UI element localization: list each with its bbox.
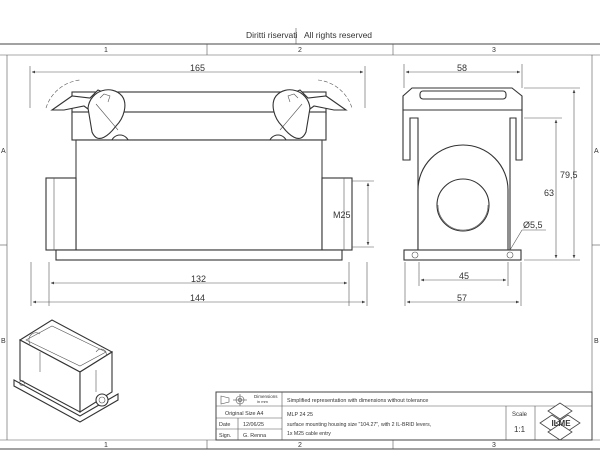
zone-col-3-bottom: 3 [492, 442, 496, 449]
zone-row-a-right: A [594, 148, 599, 155]
dim-thread: M25 [333, 210, 351, 220]
original-size: Original Size A4 [225, 411, 263, 417]
zone-col-1-top: 1 [104, 47, 108, 54]
dim-side-top: 58 [457, 63, 467, 73]
logo-text: ILME [551, 419, 571, 428]
dim-front-outer: 144 [190, 293, 205, 303]
date-label: Date [219, 422, 230, 428]
side-view [402, 87, 523, 261]
right-lever [268, 89, 348, 154]
zone-row-b-right: B [594, 338, 599, 345]
dim-side-height-body: 63 [544, 188, 554, 198]
title-note: Simplified representation with dimension… [287, 398, 428, 404]
date-value: 12/06/25 [243, 422, 264, 428]
side-dimensions [403, 64, 580, 306]
rights-english: All rights reserved [304, 30, 372, 40]
dim-hole-diameter: Ø5,5 [523, 220, 543, 230]
product-code: MLP 24 25 [287, 412, 313, 418]
title-block [215, 391, 593, 441]
dim-front-inner: 132 [191, 274, 206, 284]
desc-line-1: surface mounting housing size "104.27", … [287, 422, 431, 428]
dim-side-outer: 57 [457, 293, 467, 303]
zone-col-2-bottom: 2 [298, 442, 302, 449]
zone-row-b-left: B [1, 338, 6, 345]
sign-label: Sign. [219, 433, 231, 439]
dim-side-height-total: 79,5 [560, 170, 578, 180]
ilme-logo: ILME [539, 402, 581, 441]
zone-row-a-left: A [1, 148, 6, 155]
desc-line-2: 1x M25 cable entry [287, 431, 331, 437]
dim-side-inner: 45 [459, 271, 469, 281]
front-dimensions [29, 66, 374, 306]
isometric-view [13, 319, 119, 423]
zone-col-2-top: 2 [298, 47, 302, 54]
sheet-frame [0, 43, 600, 450]
front-view [45, 79, 353, 261]
rights-italian: Diritti riservati [246, 30, 298, 40]
dims-label-1: Dimensions [254, 394, 278, 399]
zone-col-1-bottom: 1 [104, 442, 108, 449]
dims-label-2: in mm [257, 399, 269, 404]
dim-front-top: 165 [190, 63, 205, 73]
scale-label: Scale [512, 412, 528, 418]
scale-value: 1:1 [514, 425, 526, 434]
zone-col-3-top: 3 [492, 47, 496, 54]
sign-value: G. Renna [243, 433, 266, 439]
